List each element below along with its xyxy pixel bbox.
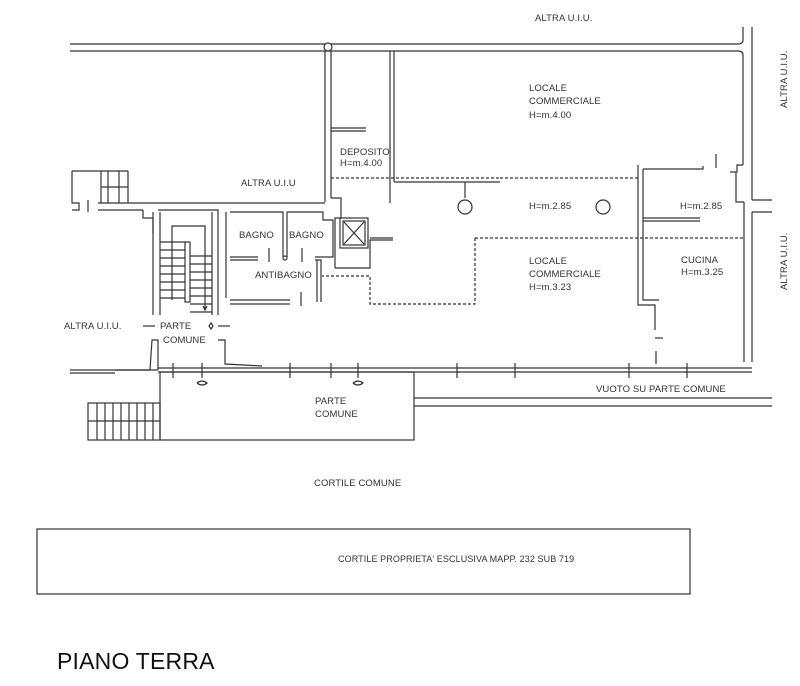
label-cortile-comune: CORTILE COMUNE [314,478,402,489]
page-title: PIANO TERRA [57,648,215,674]
label-parte-comune-entry-1: PARTE [160,321,192,332]
room-bagno-1-name: BAGNO [239,230,274,241]
room-deposito-name: DEPOSITO [340,147,390,158]
room-locale-commerciale-top-height: H=m.4.00 [529,110,572,121]
room-antibagno-name: ANTIBAGNO [255,270,312,281]
label-altra-uiu-left: ALTRA U.I.U. [64,321,122,332]
label-altra-uiu-left-room: ALTRA U.I.U [241,178,296,189]
label-vuoto: VUOTO SU PARTE COMUNE [596,384,726,395]
room-cucina-name: CUCINA [681,255,719,266]
label-parte-comune-bottom-1: PARTE [315,396,347,407]
room-locale-commerciale-bottom-name2: COMMERCIALE [529,269,601,280]
label-altra-uiu-right-bottom: ALTRA U.I.U. [779,232,790,290]
room-locale-commerciale-top-name2: COMMERCIALE [529,96,601,107]
label-parte-comune-entry-2: COMUNE [163,335,206,346]
room-locale-commerciale-top-name: LOCALE [529,83,568,94]
room-cucina-height: H=m.3.25 [681,267,724,278]
label-altra-uiu-right-top: ALTRA U.I.U. [779,50,790,108]
room-locale-commerciale-bottom-name: LOCALE [529,256,568,267]
room-corridor-height: H=m.2.85 [529,201,572,212]
label-altra-uiu-top: ALTRA U.I.U. [535,13,593,24]
label-cortile-esclusivo: CORTILE PROPRIETA' ESCLUSIVA MAPP. 232 S… [338,554,575,564]
room-kitchen-upper-height: H=m.2.85 [680,201,723,212]
room-locale-commerciale-bottom-height: H=m.3.23 [529,282,572,293]
room-bagno-2-name: BAGNO [289,230,324,241]
room-deposito-height: H=m.4.00 [340,158,383,169]
label-parte-comune-bottom-2: COMUNE [315,409,358,420]
